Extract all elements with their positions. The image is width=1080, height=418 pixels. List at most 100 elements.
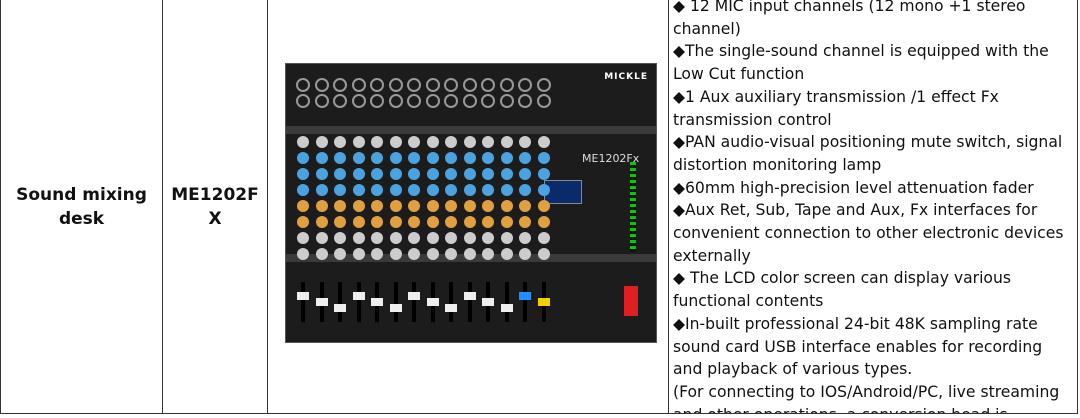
features-cell: ◆ 12 MIC input channels (12 mono +1 ster… — [668, 0, 1078, 414]
input-jack — [296, 78, 310, 92]
feature-item: ◆PAN audio-visual positioning mute switc… — [673, 133, 1063, 174]
channel-fader — [519, 282, 531, 322]
input-jack — [333, 94, 347, 108]
channel-knob — [463, 200, 476, 212]
channel-strip — [479, 76, 497, 331]
channel-knob — [482, 232, 494, 244]
channel-knob — [537, 168, 550, 180]
channel-knob — [482, 136, 494, 148]
channel-knob — [500, 216, 513, 228]
channel-knob — [352, 216, 365, 228]
channel-fader — [445, 282, 457, 322]
channel-strip — [424, 76, 442, 331]
channel-knob — [426, 232, 439, 244]
channel-knob — [389, 184, 402, 196]
input-jack — [351, 94, 366, 108]
feature-item: ◆60mm high-precision level attenuation f… — [673, 178, 1034, 197]
channel-fader — [315, 282, 328, 322]
channel-knob — [519, 168, 531, 180]
channel-knob — [426, 200, 439, 212]
feature-item: ◆Aux Ret, Sub, Tape and Aux, Fx interfac… — [673, 201, 1064, 265]
channel-knob — [426, 216, 439, 228]
panel-model-label: ME1202Fx — [582, 152, 640, 165]
input-jack — [536, 94, 551, 108]
channel-knob — [463, 216, 476, 228]
channel-knob — [389, 152, 402, 164]
input-jack — [351, 78, 366, 92]
channel-knob — [389, 200, 402, 212]
channel-knob — [371, 136, 383, 148]
channel-knob — [297, 232, 309, 244]
channel-knob — [426, 168, 439, 180]
channel-strip — [442, 76, 460, 331]
channel-strip — [498, 76, 516, 331]
channel-knob — [315, 184, 328, 196]
input-jack — [462, 94, 477, 108]
channel-knob — [537, 184, 550, 196]
channel-knob — [334, 232, 346, 244]
channel-knob — [463, 232, 476, 244]
channel-knob — [408, 200, 420, 212]
channel-knob — [334, 248, 346, 260]
input-jack — [444, 94, 458, 108]
channel-strip — [331, 76, 349, 331]
input-jack — [407, 78, 421, 92]
channel-knob — [537, 216, 550, 228]
channel-knob — [500, 200, 513, 212]
channel-knob — [519, 232, 531, 244]
channel-knob — [297, 168, 309, 180]
input-jack — [388, 94, 403, 108]
channel-knob — [352, 136, 365, 148]
channel-knob — [352, 152, 365, 164]
channel-knob — [389, 232, 402, 244]
channel-knob — [408, 248, 420, 260]
channel-knob — [463, 168, 476, 180]
lcd-screen — [544, 180, 582, 204]
channel-fader — [297, 282, 309, 322]
channel-knob — [297, 152, 309, 164]
channel-knob — [297, 184, 309, 196]
image-cell: MICKLE ME1202Fx — [267, 0, 668, 414]
channel-strip — [535, 76, 553, 331]
channel-knob — [445, 200, 457, 212]
channel-strip — [516, 76, 534, 331]
channel-knob — [519, 248, 531, 260]
channel-knob — [463, 152, 476, 164]
channel-knob — [482, 168, 494, 180]
channel-knob — [371, 168, 383, 180]
channel-strip — [313, 76, 331, 331]
channel-fader — [500, 282, 513, 322]
input-jack — [425, 78, 440, 92]
channel-knob — [315, 200, 328, 212]
channel-knob — [426, 152, 439, 164]
channel-knob — [445, 216, 457, 228]
input-jack — [481, 94, 495, 108]
channel-knob — [500, 184, 513, 196]
channel-knob — [408, 216, 420, 228]
channel-knob — [334, 200, 346, 212]
channel-knob — [297, 200, 309, 212]
input-jack — [370, 94, 384, 108]
model-number: ME1202FX — [171, 185, 259, 229]
feature-item: (For connecting to IOS/Android/PC, live … — [673, 382, 1060, 413]
channel-knob — [537, 200, 550, 212]
channel-fader — [352, 282, 365, 322]
feature-item: ◆ 12 MIC input channels (12 mono +1 ster… — [673, 0, 1026, 38]
channel-knob — [352, 200, 365, 212]
channel-knob — [315, 216, 328, 228]
channel-fader — [408, 282, 420, 322]
channel-knob — [482, 184, 494, 196]
input-jack — [499, 78, 514, 92]
channel-knob — [426, 248, 439, 260]
channel-knob — [537, 248, 550, 260]
channel-knob — [408, 168, 420, 180]
channel-knob — [519, 152, 531, 164]
feature-item: ◆The single-sound channel is equipped wi… — [673, 42, 1049, 84]
master-fader — [624, 286, 638, 316]
input-jack — [425, 94, 440, 108]
channel-knob — [371, 232, 383, 244]
panel-divider — [286, 126, 656, 134]
channel-knob — [297, 248, 309, 260]
channel-knob — [500, 168, 513, 180]
product-name: Sound mixing desk — [16, 185, 147, 229]
